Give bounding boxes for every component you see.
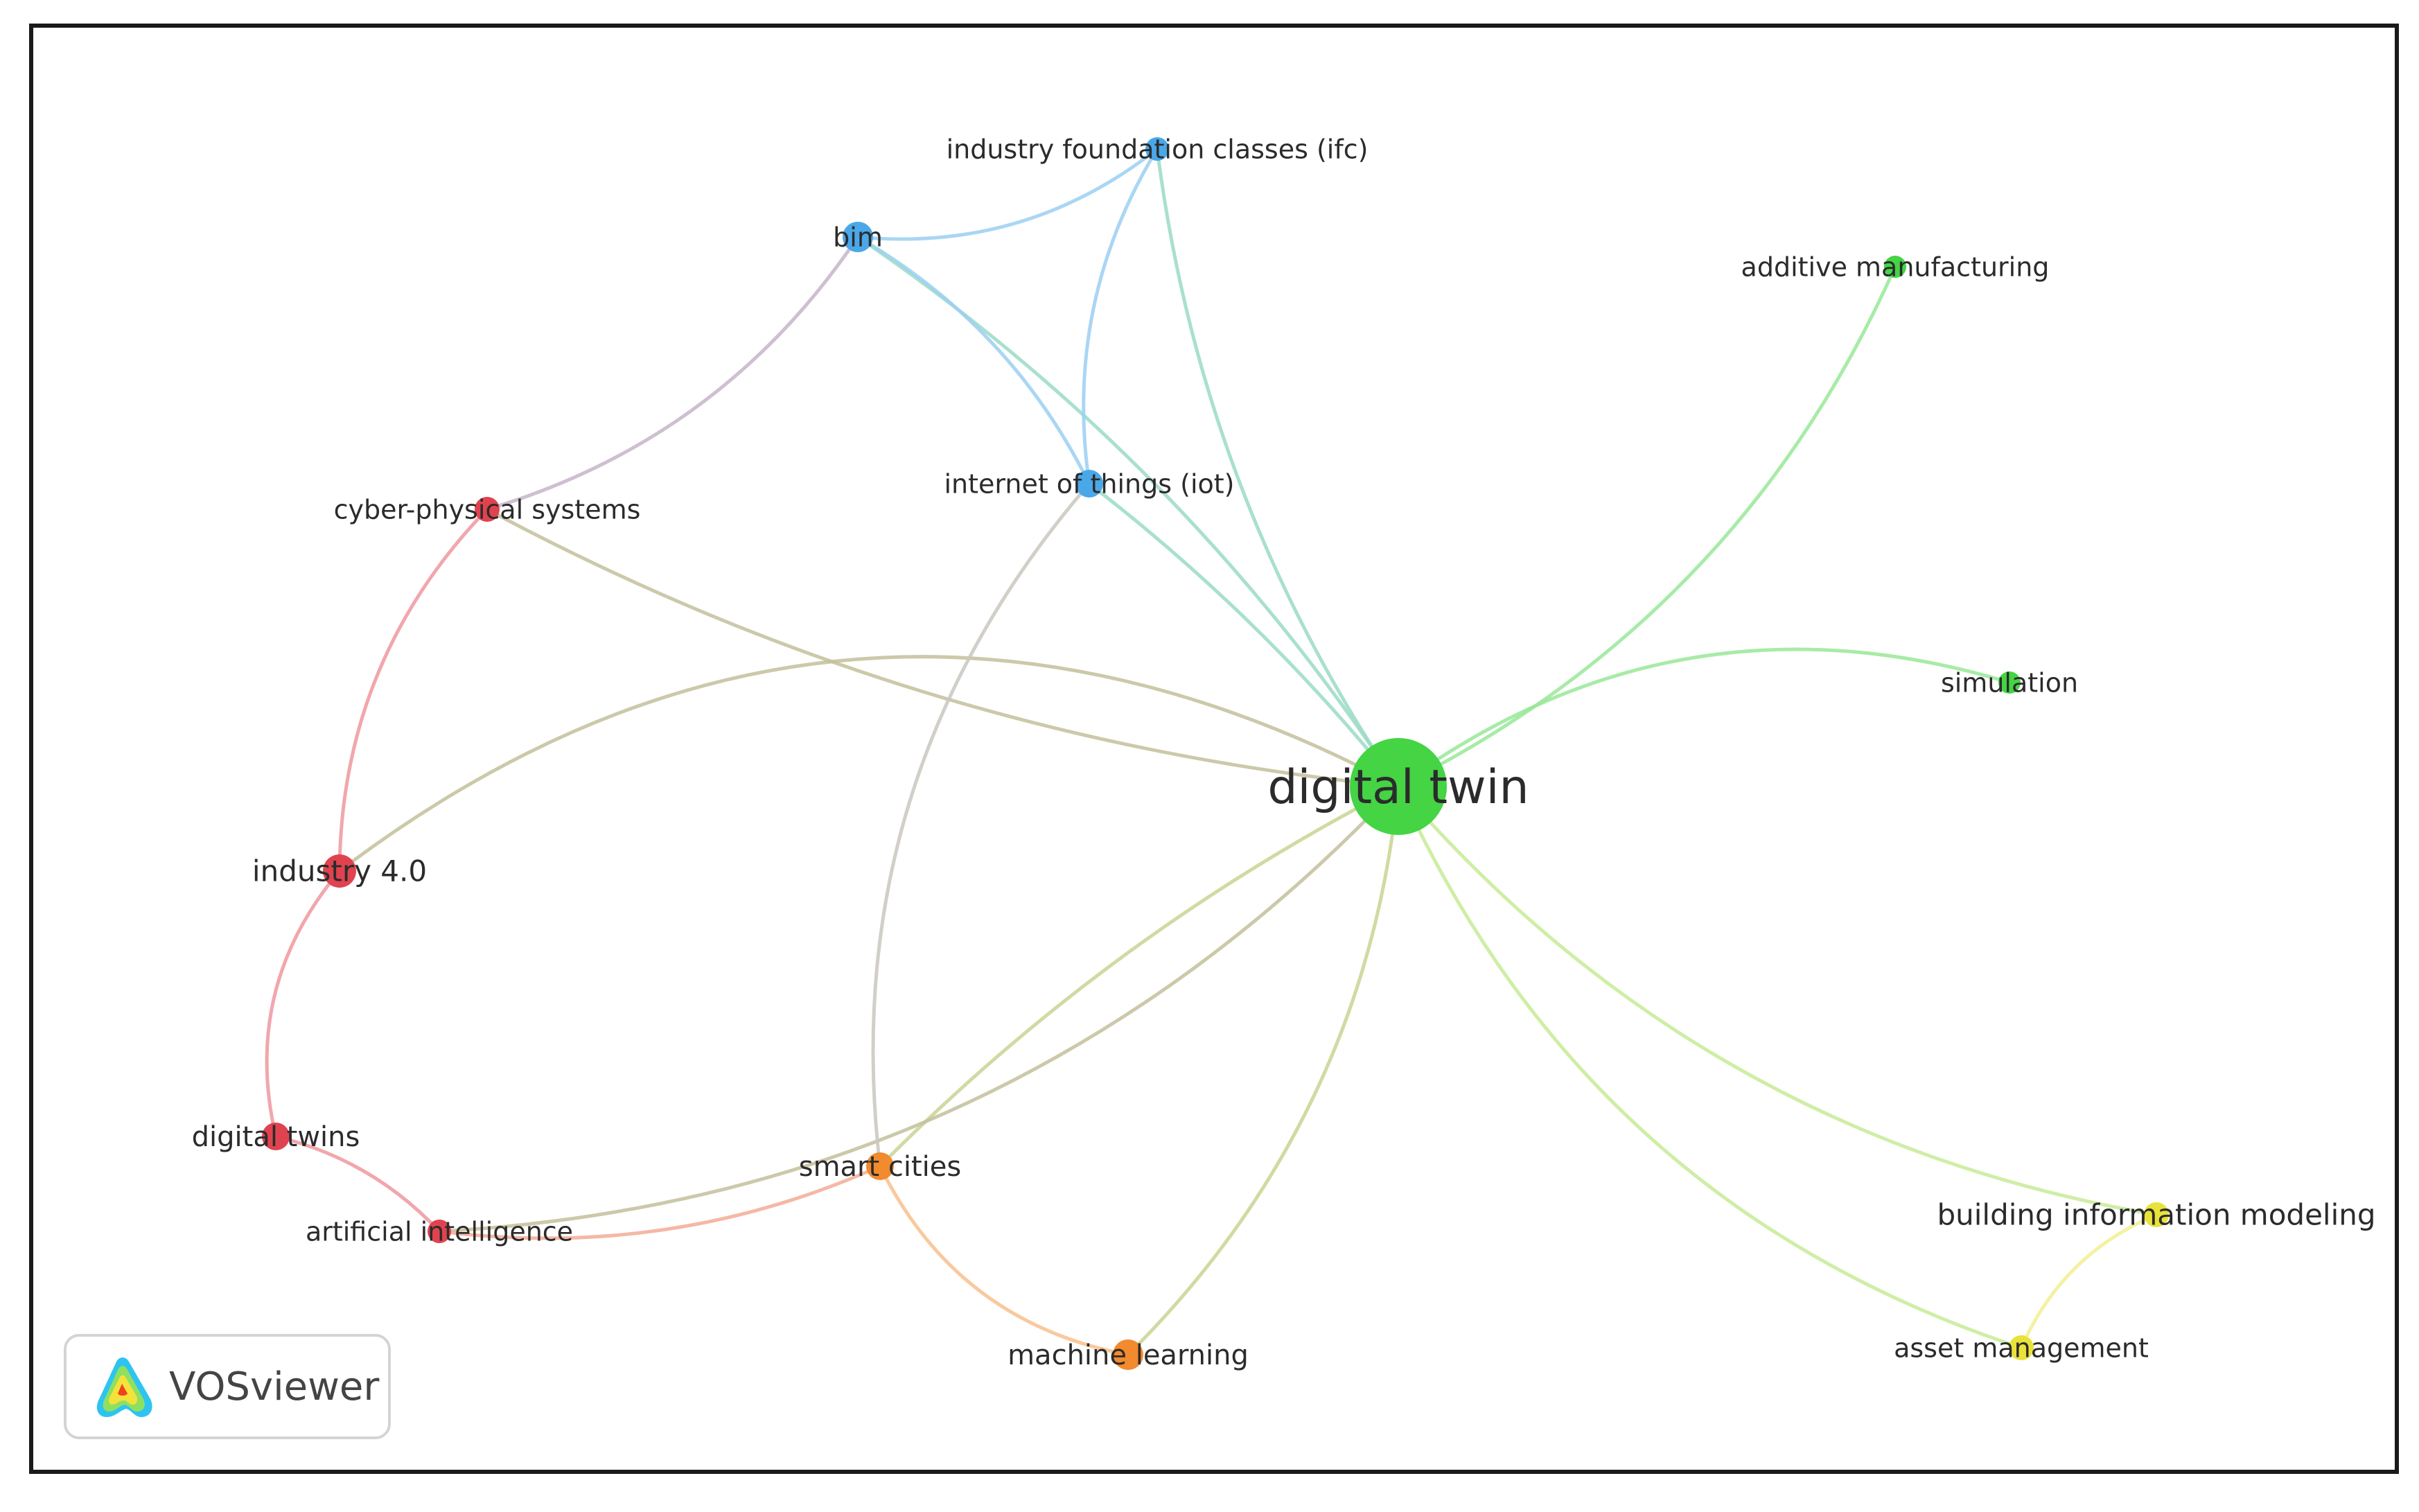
node-label-digital-twin: digital twin	[1267, 760, 1529, 815]
node-digital-twin[interactable]	[1350, 738, 1447, 835]
node-label-asset-mgmt: asset management	[1894, 1333, 2149, 1363]
edge-bim-modeling-asset-mgmt	[2019, 1213, 2158, 1350]
edge-bim-cps	[485, 235, 860, 511]
node-industry40[interactable]	[323, 854, 356, 888]
node-label-bim: bim	[833, 222, 883, 252]
node-digital-twins[interactable]	[262, 1123, 290, 1150]
edge-digital-twin-smart-cities	[878, 784, 1400, 1168]
edge-digital-twin-ifc	[1155, 147, 1400, 789]
edge-iot-smart-cities	[871, 482, 1091, 1168]
node-ifc[interactable]	[1145, 137, 1169, 161]
node-bim-modeling[interactable]	[2144, 1202, 2169, 1227]
node-bim[interactable]	[843, 222, 873, 252]
edge-digital-twin-simulation	[1396, 647, 2012, 789]
vosviewer-label: VOSviewer	[169, 1364, 380, 1409]
edge-bim-iot	[856, 235, 1091, 486]
node-label-bim-modeling: building information modeling	[1937, 1198, 2375, 1232]
edge-bim-ifc	[856, 147, 1159, 241]
edge-digital-twin-bim-modeling	[1396, 784, 2158, 1217]
network-frame	[29, 24, 2399, 1474]
node-label-ifc: industry foundation classes (ifc)	[947, 134, 1369, 164]
edge-digital-twin-industry40	[337, 655, 1400, 873]
vosviewer-badge: VOSviewer	[64, 1334, 391, 1439]
edge-digital-twin-bim	[856, 235, 1400, 789]
edge-ifc-iot	[1082, 147, 1159, 486]
edge-industry40-digital-twins	[265, 869, 342, 1139]
edge-digital-twin-cps	[485, 507, 1400, 789]
label-layer: digital twin bim industry foundation class…	[192, 134, 2376, 1371]
node-label-cps: cyber-physical systems	[334, 494, 641, 525]
node-ml[interactable]	[1113, 1339, 1143, 1370]
edge-digital-twin-iot	[1087, 482, 1400, 789]
edge-cps-industry40	[337, 507, 489, 873]
node-layer	[262, 137, 2169, 1370]
node-ai[interactable]	[428, 1220, 451, 1243]
node-label-digital-twins: digital twins	[192, 1121, 360, 1153]
edge-digital-twin-additive	[1396, 265, 1897, 789]
edge-digital-twin-ml	[1126, 784, 1400, 1357]
node-label-additive: additive manufacturing	[1741, 252, 2050, 282]
node-iot[interactable]	[1075, 470, 1103, 498]
edge-digital-twin-ai	[437, 784, 1400, 1233]
vosviewer-logo-icon	[96, 1357, 152, 1417]
node-smart-cities[interactable]	[866, 1152, 894, 1180]
edge-ai-smart-cities	[437, 1164, 882, 1240]
node-label-industry40: industry 4.0	[252, 854, 427, 888]
node-asset-mgmt[interactable]	[2009, 1335, 2034, 1360]
node-cps[interactable]	[475, 497, 500, 522]
edge-digital-twin-asset-mgmt	[1396, 784, 2023, 1350]
edge-digital-twins-ai	[274, 1134, 441, 1233]
edge-smart-cities-ml	[878, 1164, 1130, 1357]
node-label-ml: machine learning	[1008, 1339, 1249, 1371]
edge-layer	[265, 147, 2158, 1357]
node-label-simulation: simulation	[1941, 667, 2078, 698]
node-label-ai: artificial intelligence	[306, 1216, 573, 1247]
node-simulation[interactable]	[1998, 671, 2021, 694]
node-label-smart-cities: smart cities	[799, 1151, 962, 1183]
node-additive[interactable]	[1884, 256, 1906, 278]
node-label-iot: internet of things (iot)	[944, 468, 1234, 499]
